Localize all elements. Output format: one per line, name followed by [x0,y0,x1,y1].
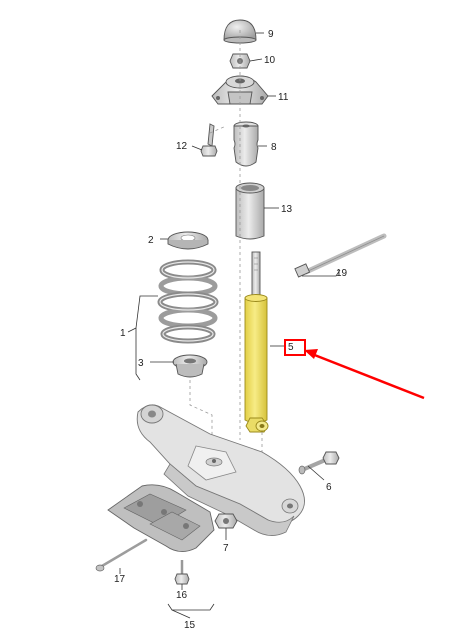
callout-11: 11 [278,92,289,103]
callout-8: 8 [271,142,277,153]
mount-bolt-part [200,123,218,157]
callout-7: 7 [223,543,229,554]
callout-15: 15 [184,620,196,631]
callout-6: 6 [326,482,332,493]
shock-absorber-part [244,251,269,433]
cover-screw-part [174,560,190,585]
red-arrow [311,352,425,400]
callout-12: 12 [176,141,188,152]
callout-19: 19 [336,268,348,279]
highlight-box [284,339,306,356]
callout-10: 10 [264,55,276,66]
callout-5: 5 [288,342,294,353]
callout-9: 9 [268,29,274,40]
callout-1: 1 [120,328,126,339]
bump-stop-part [233,121,259,167]
callout-2: 2 [148,235,154,246]
callout-3: 3 [138,358,144,369]
red-arrow-head [304,349,318,359]
trailing-arm-part [136,404,305,536]
expanding-rivet-part [95,538,148,572]
protective-sleeve-part [235,182,265,240]
lower-nut-part [214,513,238,529]
underbody-cover-part [107,484,215,552]
callout-16: 16 [176,590,188,601]
leader-lines [119,32,341,619]
coil-spring-part [157,259,219,344]
callout-labels: 9 10 11 12 8 13 2 19 1 3 5 6 7 17 16 15 [114,29,348,631]
axle-bolt-part [298,451,340,475]
cable-tie-part [294,233,387,278]
callout-17: 17 [114,574,126,585]
highlight-annotation [284,339,425,400]
lower-spring-seat-part [172,354,208,378]
upper-spring-seat-part [167,231,209,250]
callout-13: 13 [281,204,293,215]
